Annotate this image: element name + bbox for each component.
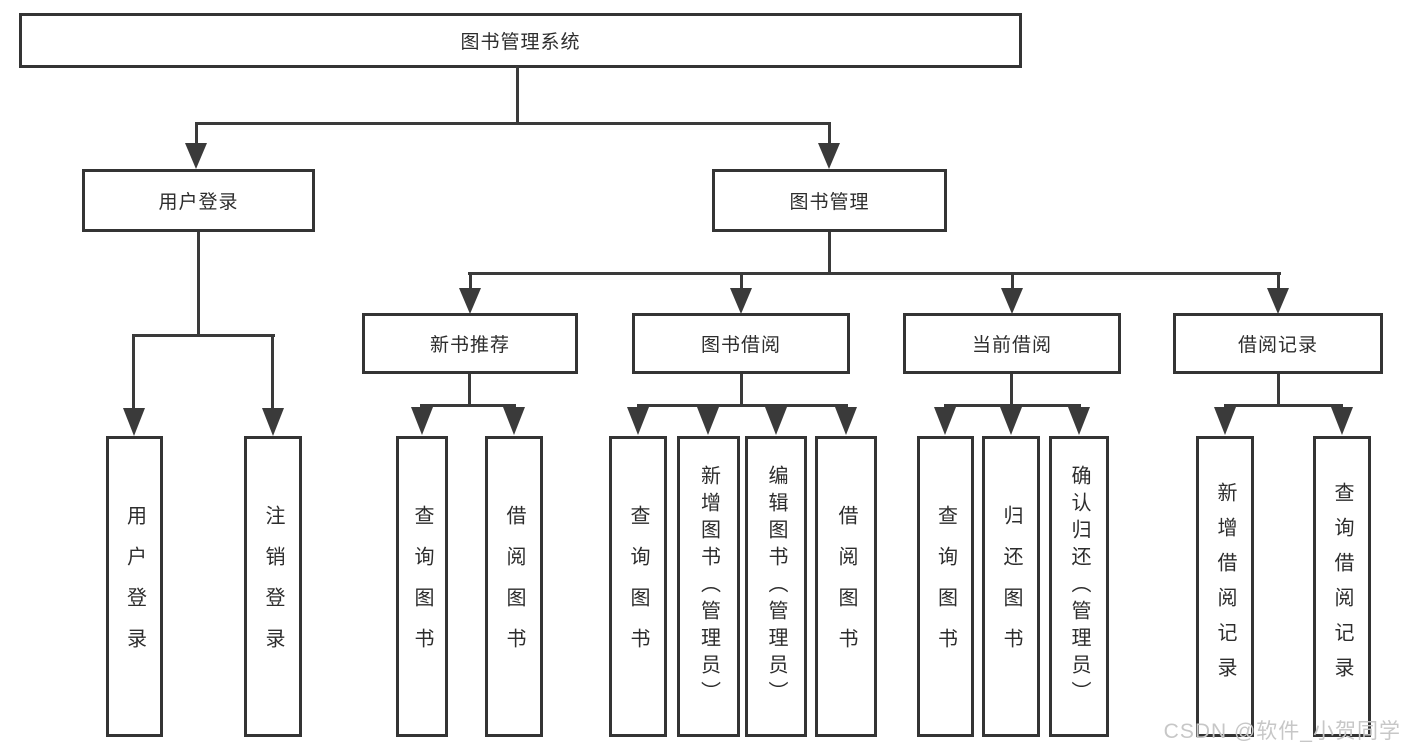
node-label: 新增借阅记录 xyxy=(1214,481,1236,692)
node-label: 查询图书 xyxy=(411,504,433,669)
connector xyxy=(468,272,1281,275)
leaf-return-book: 归还图书 xyxy=(982,436,1040,737)
arrowhead-down xyxy=(411,407,433,435)
connector xyxy=(516,66,519,123)
arrowhead-down xyxy=(818,143,840,169)
leaf-query-books-current: 查询图书 xyxy=(917,436,974,737)
arrowhead-down xyxy=(262,408,284,436)
arrowhead-down xyxy=(1001,288,1023,314)
connector xyxy=(1277,374,1280,407)
node-borrowing-records: 借阅记录 xyxy=(1173,313,1383,374)
leaf-logout: 注销登录 xyxy=(244,436,302,737)
connector xyxy=(271,334,274,412)
connector xyxy=(132,334,135,412)
leaf-edit-book-admin: 编辑图书（管理员） xyxy=(745,436,807,737)
connector xyxy=(132,334,275,337)
node-label: 注销登录 xyxy=(262,504,284,669)
node-label: 图书管理 xyxy=(789,192,870,213)
connector xyxy=(828,122,831,148)
node-label: 借阅记录 xyxy=(1237,335,1318,356)
arrowhead-down xyxy=(627,407,649,435)
leaf-add-borrow-record: 新增借阅记录 xyxy=(1196,436,1254,737)
arrowhead-down xyxy=(185,143,207,169)
arrowhead-down xyxy=(730,288,752,314)
node-book-borrowing: 图书借阅 xyxy=(632,313,850,374)
arrowhead-down xyxy=(1000,407,1022,435)
connector xyxy=(420,404,516,407)
connector xyxy=(828,232,831,275)
node-label: 借阅图书 xyxy=(835,504,857,669)
node-label: 查询借阅记录 xyxy=(1331,481,1353,692)
node-label: 图书借阅 xyxy=(700,335,781,356)
node-book-management: 图书管理 xyxy=(712,169,947,232)
arrowhead-down xyxy=(697,407,719,435)
leaf-borrow-books-borrowing: 借阅图书 xyxy=(815,436,877,737)
connector xyxy=(468,374,471,407)
node-label: 归还图书 xyxy=(1000,504,1022,669)
leaf-borrow-books-recommend: 借阅图书 xyxy=(485,436,543,737)
leaf-query-books-recommend: 查询图书 xyxy=(396,436,448,737)
arrowhead-down xyxy=(459,288,481,314)
node-label: 新增图书（管理员） xyxy=(697,465,720,708)
connector xyxy=(469,272,472,289)
arrowhead-down xyxy=(765,407,787,435)
arrowhead-down xyxy=(934,407,956,435)
connector xyxy=(1224,404,1343,407)
node-label: 借阅图书 xyxy=(503,504,525,669)
connector xyxy=(637,404,848,407)
arrowhead-down xyxy=(123,408,145,436)
connector xyxy=(196,122,831,125)
connector xyxy=(195,122,198,148)
node-label: 当前借阅 xyxy=(971,335,1052,356)
connector xyxy=(197,232,200,337)
node-label: 查询图书 xyxy=(934,504,957,669)
leaf-query-books-borrowing: 查询图书 xyxy=(609,436,667,737)
connector xyxy=(1277,272,1280,289)
node-user-login: 用户登录 xyxy=(82,169,315,232)
arrowhead-down xyxy=(1214,407,1236,435)
node-label: 用户登录 xyxy=(123,504,146,669)
leaf-add-book-admin: 新增图书（管理员） xyxy=(677,436,740,737)
arrowhead-down xyxy=(1331,407,1353,435)
node-current-borrowing: 当前借阅 xyxy=(903,313,1121,374)
node-new-book-recommendation: 新书推荐 xyxy=(362,313,578,374)
node-root: 图书管理系统 xyxy=(19,13,1022,68)
arrowhead-down xyxy=(503,407,525,435)
node-label: 用户登录 xyxy=(158,192,239,213)
connector xyxy=(1010,374,1013,407)
connector xyxy=(944,404,1081,407)
leaf-confirm-return-admin: 确认归还（管理员） xyxy=(1049,436,1109,737)
csdn-watermark: CSDN @软件_小贺同学 xyxy=(1163,720,1401,743)
leaf-user-login: 用户登录 xyxy=(106,436,163,737)
connector xyxy=(740,272,743,289)
arrowhead-down xyxy=(1267,288,1289,314)
node-label: 查询图书 xyxy=(627,504,649,669)
leaf-query-borrow-record: 查询借阅记录 xyxy=(1313,436,1371,737)
node-label: 新书推荐 xyxy=(429,335,510,356)
connector xyxy=(740,374,743,407)
node-label: 编辑图书（管理员） xyxy=(765,465,787,708)
arrowhead-down xyxy=(835,407,857,435)
connector xyxy=(1011,272,1014,289)
node-label: 图书管理系统 xyxy=(460,32,581,53)
arrowhead-down xyxy=(1068,407,1090,435)
node-label: 确认归还（管理员） xyxy=(1068,465,1090,708)
